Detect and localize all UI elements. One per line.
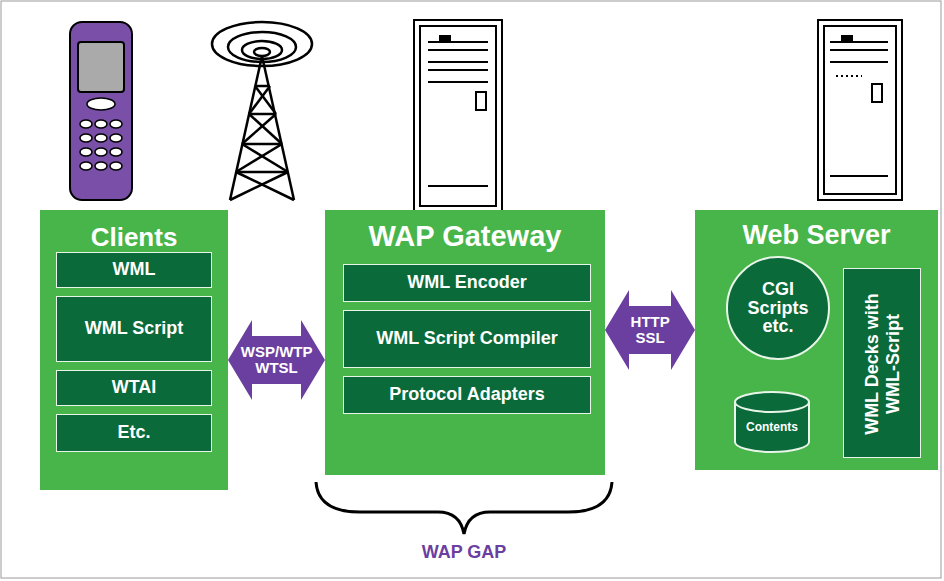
process-box: Protocol Adapters: [343, 376, 591, 414]
gap-bracket: [316, 482, 612, 534]
process-box: WML: [56, 252, 212, 288]
group-box: ClientsWML WML ScriptWTAI Etc.: [40, 210, 228, 490]
web-server: [818, 20, 902, 200]
box-label: Etc.: [111, 421, 156, 445]
group-box: Web ServerCGI Scripts etc. Contents WML De…: [695, 210, 938, 470]
edge-label: WSP/WTP WTSL: [241, 344, 312, 377]
box-label: Contents: [746, 410, 798, 434]
process-box: WTAI: [56, 370, 212, 406]
box-label: CGI Scripts etc.: [747, 280, 808, 337]
double-arrow: [228, 320, 325, 400]
group-box: WAP GatewayWML EncoderWML Script Compile…: [325, 210, 605, 475]
process-box: Etc.: [56, 414, 212, 452]
process-box: WML Script: [56, 296, 212, 362]
group-title: Clients: [40, 210, 228, 253]
group-title: Web Server: [695, 210, 938, 251]
process-box: WML Script Compiler: [343, 310, 591, 368]
gateway-server: [414, 20, 502, 212]
box-label: WML Encoder: [401, 271, 533, 295]
box-label: WML Decks with WML-Script: [844, 269, 922, 459]
box-label: WTAI: [106, 376, 163, 400]
vertical-box: WML Decks with WML-Script: [843, 268, 921, 458]
double-arrow: [605, 290, 695, 370]
process-box: WML Encoder: [343, 264, 591, 302]
process-circle: CGI Scripts etc.: [726, 256, 830, 360]
antenna-tower: [212, 22, 312, 200]
box-label: WML Script: [79, 317, 190, 341]
phone-icon: [70, 22, 132, 200]
edge-label: HTTP SSL: [631, 314, 670, 347]
box-label: WML: [107, 258, 162, 282]
box-label: WML Script Compiler: [370, 327, 564, 351]
box-label: Protocol Adapters: [383, 383, 550, 407]
gap-label: WAP GAP: [422, 542, 507, 563]
group-title: WAP Gateway: [325, 210, 605, 253]
database-cylinder: Contents: [733, 390, 811, 454]
